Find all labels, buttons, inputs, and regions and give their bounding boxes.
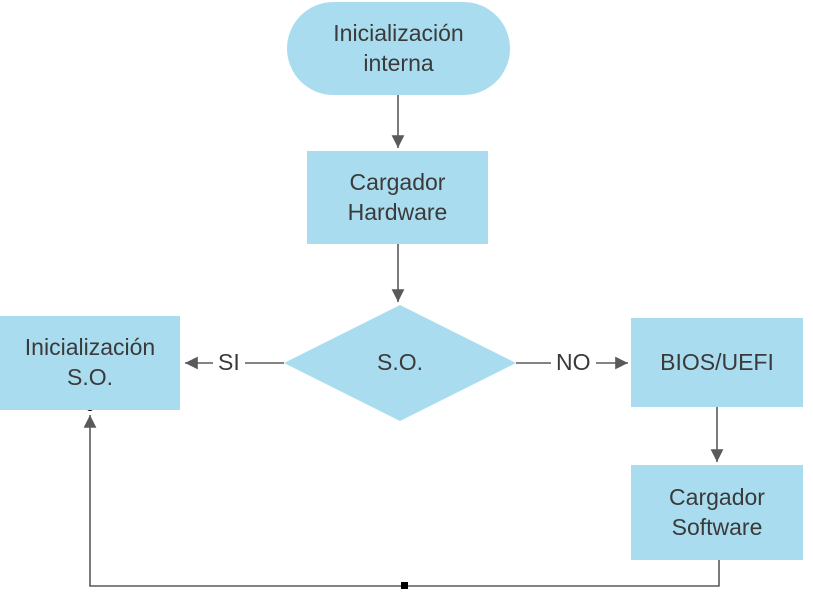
so-decision-label: S.O.: [376, 349, 423, 376]
edge-label-no[interactable]: NO: [551, 349, 596, 376]
cargador-hardware-node[interactable]: Cargador Hardware: [307, 151, 488, 244]
cargador-software-node[interactable]: Cargador Software: [631, 465, 803, 560]
cargador-software-label: Cargador Software: [669, 483, 765, 540]
start-terminator-label: Inicialización interna: [333, 19, 464, 76]
inicializacion-so-node[interactable]: Inicialización S.O.: [0, 316, 180, 410]
start-terminator-node[interactable]: Inicialización interna: [287, 2, 510, 95]
edge-label-si[interactable]: SI: [213, 349, 245, 376]
edge-software-to-inicializacion-so[interactable]: [83, 415, 720, 587]
cargador-hardware-label: Cargador Hardware: [347, 168, 448, 225]
bios-uefi-label: BIOS/UEFI: [660, 348, 774, 375]
bios-uefi-node[interactable]: BIOS/UEFI: [631, 318, 803, 407]
inicializacion-so-label: Inicialización S.O.: [24, 334, 156, 390]
waypoint-handle[interactable]: [401, 582, 408, 589]
